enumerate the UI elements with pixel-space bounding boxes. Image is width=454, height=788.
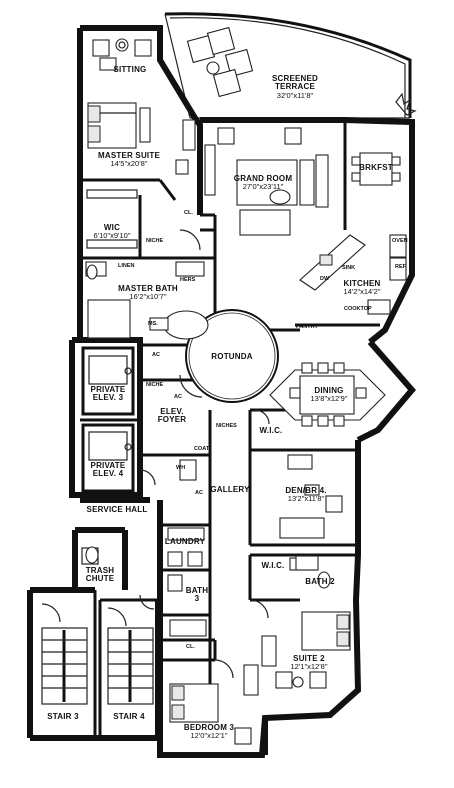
ac-gallery-label: AC xyxy=(195,490,203,496)
trash-chute-name-1: TRASH xyxy=(85,566,115,575)
elevators xyxy=(81,346,135,493)
gallery-name: GALLERY xyxy=(210,485,250,494)
kitchen-dim: 14'2"x14'2" xyxy=(343,287,381,297)
sitting-name: SITTING xyxy=(113,65,147,74)
sink-label: SINK xyxy=(342,265,356,271)
private-elev-3-label: PRIVATE ELEV. 3 xyxy=(84,385,132,403)
master-bath-dim: 16'2"x10'7" xyxy=(129,292,167,302)
terrace-name-2: TERRACE xyxy=(274,82,316,92)
bath2-name: BATH 2 xyxy=(305,577,335,586)
wic-master-label: WIC 6'10"x9'10" xyxy=(82,223,142,241)
screened-terrace-outline xyxy=(164,12,412,119)
master-bath-name: MASTER BATH xyxy=(118,284,178,293)
kitchen-label: KITCHEN 14'2"x14'2" xyxy=(334,279,390,297)
wic-suite2-label: W.I.C. xyxy=(256,561,290,570)
master-suite-dim: 14'5"x20'8" xyxy=(110,159,148,169)
private-elev-3-name-1: PRIVATE xyxy=(90,385,126,394)
master-bath-label: MASTER BATH 16'2"x10'7" xyxy=(112,284,184,302)
terrace-dim: 32'0"x11'8" xyxy=(276,90,314,100)
den-name: DEN/BR 4. xyxy=(285,486,327,495)
niches-gallery-label: NICHES xyxy=(216,423,237,429)
den-label: DEN/BR 4. 13'2"x11'8" xyxy=(280,486,332,504)
bedroom3-name: BEDROOM 3 xyxy=(183,723,235,732)
bath3-label: BATH 3 xyxy=(182,586,212,604)
grand-room-name: GRAND ROOM xyxy=(233,174,293,183)
brkfst-label: BRKFST xyxy=(356,163,396,172)
trash-chute-name-2: CHUTE xyxy=(85,574,115,584)
wic-suite2-name: W.I.C. xyxy=(261,561,285,570)
ac-foyer-label: AC xyxy=(174,394,182,400)
dining-dim: 13'8"x12'9" xyxy=(310,394,348,404)
niche-master-label: NICHE xyxy=(146,238,164,244)
kitchen-name: KITCHEN xyxy=(343,279,381,288)
gallery-label: GALLERY xyxy=(208,485,252,494)
niche-rotunda-label: NICHE xyxy=(146,382,164,388)
rotunda-circle xyxy=(185,309,279,403)
private-elev-4-name-2: ELEV. 4 xyxy=(92,469,124,479)
bath3-name-1: BATH xyxy=(185,586,209,595)
pantry-label: PANTRY xyxy=(296,324,318,330)
bath2-label: BATH 2 xyxy=(300,577,340,586)
private-elev-3-name-2: ELEV. 3 xyxy=(92,393,124,403)
service-hall-name: SERVICE HALL xyxy=(86,505,148,514)
suite2-label: SUITE 2 12'1"x12'8" xyxy=(282,654,336,672)
dw-label: DW xyxy=(320,276,330,282)
grand-room-label: GRAND ROOM 27'0"x23'11" xyxy=(228,174,298,192)
bath3-name-2: 3 xyxy=(194,594,200,604)
terrace-name-1: SCREENED xyxy=(271,74,319,83)
elev-foyer-name-1: ELEV. xyxy=(160,407,184,416)
service-hall-label: SERVICE HALL xyxy=(84,505,150,514)
den-dim: 13'2"x11'8" xyxy=(287,494,325,504)
wic-master-dim: 6'10"x9'10" xyxy=(93,231,131,241)
laundry-name: LAUNDRY xyxy=(164,537,206,546)
cooktop-label: COOKTOP xyxy=(344,306,372,312)
cl-bath3-label: CL. xyxy=(186,644,195,650)
wh-label: WH xyxy=(176,465,186,471)
wic-den-label: W.I.C. xyxy=(256,426,286,435)
laundry-label: LAUNDRY xyxy=(160,537,210,546)
elev-foyer-label: ELEV. FOYER xyxy=(152,407,192,425)
rotunda-label: ROTUNDA xyxy=(196,352,268,361)
dining-label: DINING 13'8"x12'9" xyxy=(304,386,354,404)
sitting-label: SITTING xyxy=(100,65,160,74)
ms-label: MS. xyxy=(148,321,158,327)
stair3-label: STAIR 3 xyxy=(38,712,88,721)
oven-label: OVEN xyxy=(392,238,408,244)
dining-name: DINING xyxy=(314,386,344,395)
terrace-label: SCREENED TERRACE 32'0"x11'8" xyxy=(255,74,335,100)
grand-room-dim: 27'0"x23'11" xyxy=(242,182,284,192)
master-suite-label: MASTER SUITE 14'5"x20'8" xyxy=(88,151,170,169)
stair4-label: STAIR 4 xyxy=(104,712,154,721)
linen-label: LINEN xyxy=(118,263,135,269)
suite2-name: SUITE 2 xyxy=(293,654,325,663)
stair3-name: STAIR 3 xyxy=(47,712,79,721)
ac-rotunda-label: AC xyxy=(152,352,160,358)
stairwells xyxy=(27,527,161,741)
ref-label: REF. xyxy=(395,264,407,270)
rotunda-name: ROTUNDA xyxy=(211,352,253,361)
elev-foyer-name-2: FOYER xyxy=(157,415,187,425)
exterior-walls xyxy=(69,25,416,758)
trash-chute-label: TRASH CHUTE xyxy=(78,566,122,584)
private-elev-4-label: PRIVATE ELEV. 4 xyxy=(84,461,132,479)
master-suite-name: MASTER SUITE xyxy=(98,151,160,160)
coat-label: COAT xyxy=(194,446,210,452)
bedroom3-dim: 12'0"x12'1" xyxy=(190,731,228,741)
interior-walls xyxy=(80,120,380,720)
hers-label: HERS xyxy=(180,277,196,283)
suite2-dim: 12'1"x12'8" xyxy=(290,662,328,672)
furniture xyxy=(85,26,417,745)
wic-master-name: WIC xyxy=(103,223,121,232)
stair4-name: STAIR 4 xyxy=(113,712,145,721)
cl-master-label: CL. xyxy=(184,210,193,216)
brkfst-name: BRKFST xyxy=(359,163,393,172)
bedroom3-label: BEDROOM 3 12'0"x12'1" xyxy=(178,723,240,741)
wic-den-name: W.I.C. xyxy=(259,426,283,435)
private-elev-4-name-1: PRIVATE xyxy=(90,461,126,470)
